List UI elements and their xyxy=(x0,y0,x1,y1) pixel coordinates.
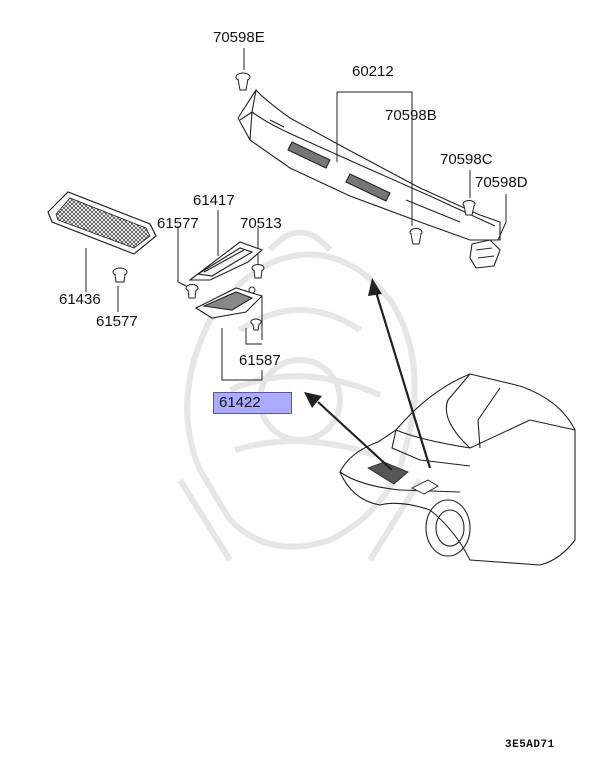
label-70598E: 70598E xyxy=(213,29,265,46)
diagram-code: 3E5AD71 xyxy=(505,739,555,751)
clip-70598E xyxy=(235,72,251,91)
label-61587: 61587 xyxy=(239,352,281,369)
label-61577-mid: 61577 xyxy=(157,215,199,232)
grille-61436 xyxy=(47,191,157,255)
leader-lines xyxy=(85,48,507,381)
car-outline xyxy=(339,373,576,566)
label-70598B: 70598B xyxy=(385,107,437,124)
label-70598D: 70598D xyxy=(475,174,528,191)
clip-70598C xyxy=(462,200,476,216)
label-61436: 61436 xyxy=(59,291,101,308)
label-61577-left: 61577 xyxy=(96,313,138,330)
cowl-top-panel xyxy=(237,89,501,269)
car-hood-vent xyxy=(367,461,439,495)
vent-61422 xyxy=(194,287,264,319)
label-70598C: 70598C xyxy=(440,151,493,168)
label-70513: 70513 xyxy=(240,215,282,232)
label-60212: 60212 xyxy=(352,63,394,80)
vent-61417 xyxy=(188,241,264,281)
clip-61587 xyxy=(248,286,262,331)
clip-70598B xyxy=(409,228,423,245)
label-61417: 61417 xyxy=(193,192,235,209)
label-61422-highlighted[interactable]: 61422 xyxy=(213,392,292,414)
clip-70513 xyxy=(251,264,265,279)
clip-61577-left xyxy=(112,267,128,283)
pointer-arrows xyxy=(304,278,432,471)
clip-61577-mid xyxy=(185,284,199,299)
